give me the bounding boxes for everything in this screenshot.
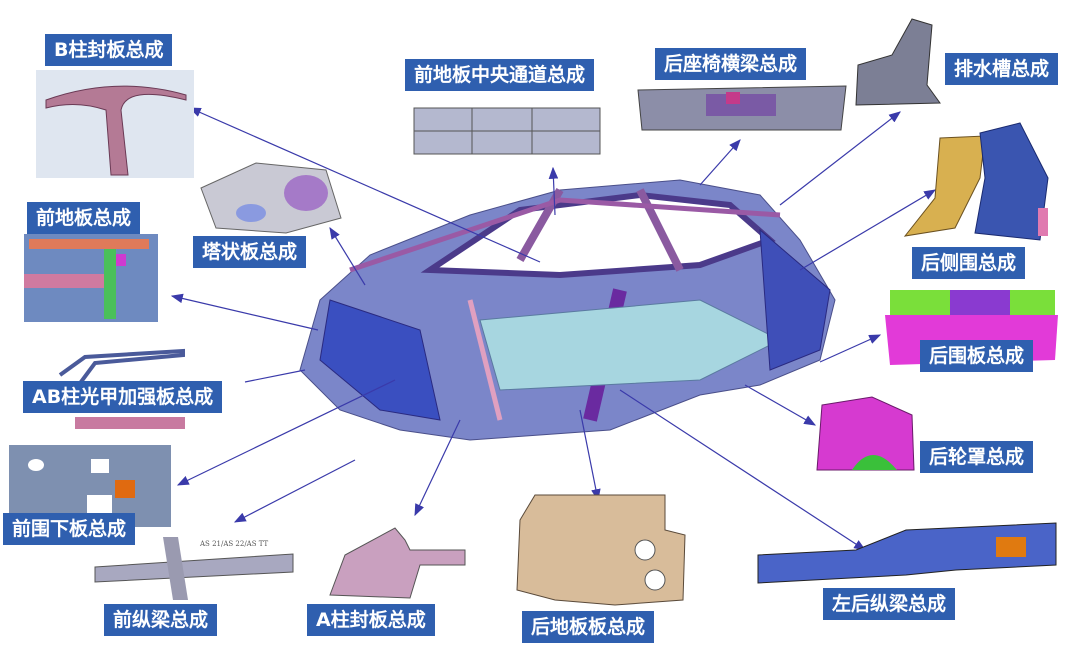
- tunnel-image: [412, 100, 602, 162]
- label-a-pillar-seal: A柱封板总成: [307, 604, 435, 636]
- label-front-dash-lower: 前围下板总成: [3, 513, 136, 545]
- arrow-rear-beam: [619, 389, 867, 551]
- arrow-front-floor: [170, 293, 319, 331]
- left-rear-beam-image: [756, 515, 1066, 590]
- ab-pillar-reinforcement-image: [55, 345, 185, 435]
- rear-side-panel-image: [900, 118, 1050, 243]
- arrow-tunnel: [548, 166, 559, 216]
- label-front-floor: 前地板总成: [27, 202, 141, 234]
- label-rear-wheelhouse: 后轮罩总成: [920, 441, 1034, 473]
- label-rear-seat-crossmember: 后座椅横梁总成: [655, 48, 807, 80]
- label-tower-panel: 塔状板总成: [193, 236, 307, 268]
- label-b-pillar-seal: B柱封板总成: [45, 34, 173, 66]
- label-ab-pillar-reinforcement: AB柱光甲加强板总成: [23, 381, 223, 413]
- arrow-tower: [329, 226, 366, 286]
- arrow-drain: [779, 111, 901, 206]
- label-rear-side-panel: 后侧围总成: [912, 247, 1026, 279]
- rear-floor-image: [515, 490, 687, 610]
- arrow-wheelhouse: [744, 384, 817, 426]
- b-pillar-seal-image: [36, 70, 194, 178]
- label-rear-panel: 后围板总成: [920, 340, 1034, 372]
- front-longitudinal-beam-image: [93, 532, 298, 602]
- front-floor-image: [24, 234, 158, 322]
- rear-seat-crossmember-image: [636, 82, 848, 134]
- arrow-front-beam: [233, 459, 356, 523]
- tower-panel-image: [196, 158, 344, 236]
- car-body-in-white: [299, 179, 836, 441]
- arrow-dash-lower: [176, 379, 396, 486]
- drawing-note: AS 21/AS 22/AS TT: [200, 540, 269, 548]
- arrow-ab-pillar: [244, 369, 306, 383]
- rear-wheelhouse-image: [812, 395, 917, 473]
- drain-channel-image: [852, 15, 942, 107]
- arrow-rear-panel: [819, 334, 882, 363]
- label-front-floor-tunnel: 前地板中央通道总成: [405, 59, 595, 91]
- label-drain-channel: 排水槽总成: [945, 53, 1059, 85]
- arrow-rear-floor: [579, 409, 601, 502]
- label-left-rear-longitudinal-beam: 左后纵梁总成: [823, 588, 956, 620]
- arrow-rear-side: [799, 189, 937, 271]
- a-pillar-seal-image: [325, 520, 470, 602]
- arrow-b-pillar: [188, 107, 541, 263]
- arrow-a-pillar: [414, 419, 461, 517]
- label-front-longitudinal-beam: 前纵梁总成: [104, 604, 218, 636]
- arrow-seat-crossmember: [699, 139, 741, 186]
- leader-arrows: [170, 107, 937, 551]
- label-rear-floor: 后地板板总成: [522, 611, 655, 643]
